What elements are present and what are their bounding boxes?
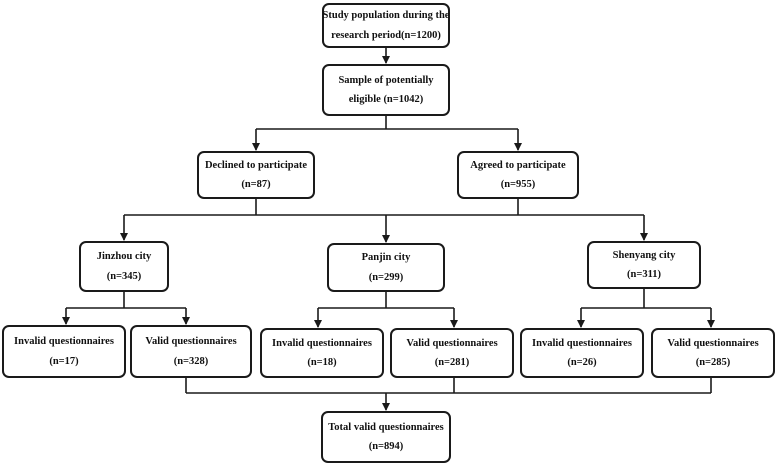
node-shenyang-valid-line1: Valid questionnaires	[667, 337, 759, 349]
node-jinzhou-invalid: Invalid questionnaires (n=17)	[2, 325, 126, 378]
node-total-valid: Total valid questionnaires (n=894)	[321, 411, 451, 463]
node-total-valid-line2: (n=894)	[368, 441, 404, 452]
node-sample-eligible-line2: eligible (n=1042)	[348, 94, 424, 105]
node-sample-eligible: Sample of potentially eligible (n=1042)	[322, 64, 450, 116]
node-shenyang: Shenyang city (n=311)	[587, 241, 701, 289]
node-panjin-line1: Panjin city	[361, 252, 411, 264]
node-study-population-line2: research period(n=1200)	[331, 29, 441, 41]
node-declined-line2: (n=87)	[241, 179, 271, 190]
node-panjin-invalid: Invalid questionnaires (n=18)	[260, 328, 384, 378]
node-panjin: Panjin city (n=299)	[327, 243, 445, 292]
node-panjin-invalid-line2: (n=18)	[307, 357, 337, 368]
node-shenyang-valid-line2: (n=285)	[695, 357, 731, 368]
node-jinzhou-invalid-line2: (n=17)	[49, 355, 79, 367]
node-agreed-line1: Agreed to participate	[470, 159, 566, 171]
node-jinzhou-valid: Valid questionnaires (n=328)	[130, 325, 252, 378]
node-panjin-line2: (n=299)	[368, 271, 404, 283]
node-jinzhou: Jinzhou city (n=345)	[79, 241, 169, 292]
node-agreed: Agreed to participate (n=955)	[457, 151, 579, 199]
node-agreed-line2: (n=955)	[500, 179, 536, 190]
node-shenyang-line1: Shenyang city	[612, 249, 676, 261]
node-panjin-valid: Valid questionnaires (n=281)	[390, 328, 514, 378]
node-shenyang-invalid: Invalid questionnaires (n=26)	[520, 328, 644, 378]
node-panjin-valid-line1: Valid questionnaires	[406, 337, 498, 349]
node-shenyang-invalid-line1: Invalid questionnaires	[532, 337, 632, 349]
node-jinzhou-invalid-line1: Invalid questionnaires	[14, 336, 114, 348]
node-jinzhou-valid-line1: Valid questionnaires	[145, 336, 237, 348]
node-sample-eligible-line1: Sample of potentially	[338, 74, 434, 86]
node-shenyang-valid: Valid questionnaires (n=285)	[651, 328, 775, 378]
node-jinzhou-line2: (n=345)	[106, 270, 142, 282]
node-panjin-valid-line2: (n=281)	[434, 357, 470, 368]
node-shenyang-line2: (n=311)	[627, 269, 661, 280]
node-jinzhou-valid-line2: (n=328)	[173, 355, 209, 367]
node-panjin-invalid-line1: Invalid questionnaires	[272, 337, 372, 349]
node-shenyang-invalid-line2: (n=26)	[567, 357, 597, 368]
node-total-valid-line1: Total valid questionnaires	[328, 421, 444, 433]
node-declined: Declined to participate (n=87)	[197, 151, 315, 199]
node-study-population-line1: Study population during the	[322, 10, 450, 22]
node-study-population: Study population during the research per…	[322, 3, 450, 48]
node-jinzhou-line1: Jinzhou city	[96, 251, 152, 263]
node-declined-line1: Declined to participate	[204, 159, 308, 171]
